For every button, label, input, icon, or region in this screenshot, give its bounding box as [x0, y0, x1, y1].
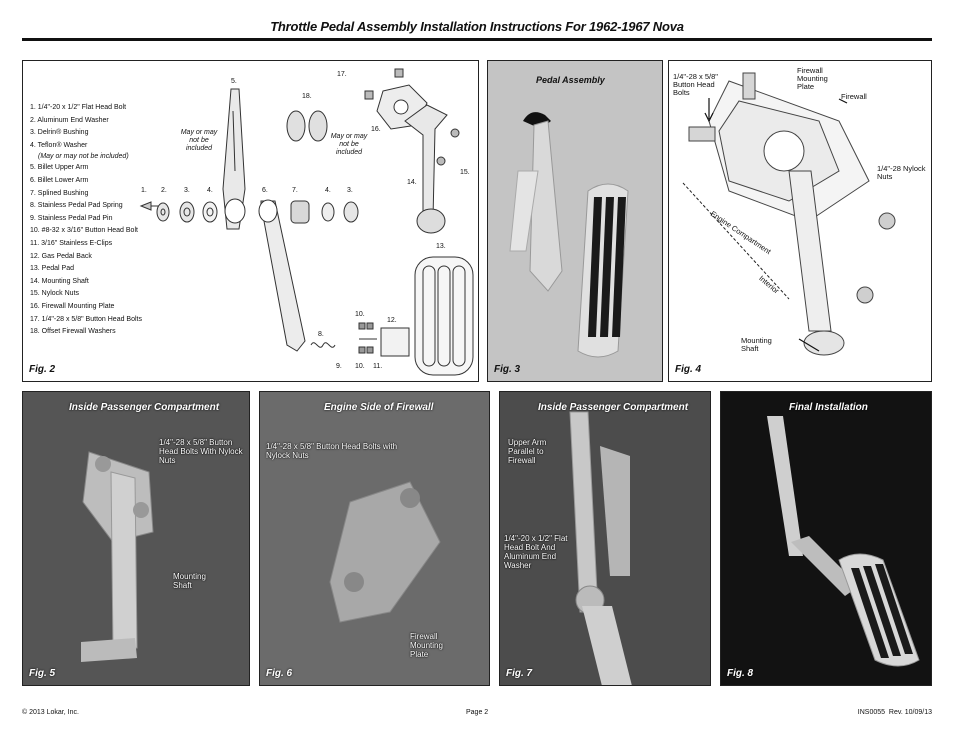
callout-11: 11. — [373, 363, 383, 370]
callout-4: 4. — [207, 187, 213, 194]
callout-3b: 3. — [347, 187, 353, 194]
fig3-caption: Pedal Assembly — [536, 75, 605, 85]
fig2-exploded-view: 1. 1/4"-20 x 1/2" Flat Head Bolt 2. Alum… — [22, 60, 479, 382]
fig8-label: Fig. 8 — [727, 668, 754, 679]
parts-list-item: 14. Mounting Shaft — [30, 277, 89, 285]
fig7-photo-art — [500, 392, 710, 685]
mounting-diagram — [682, 72, 896, 356]
parts-list-item: 10. #8-32 x 3/16" Button Head Bolt — [30, 227, 138, 235]
fig6-bolts-label: 1/4"-28 x 5/8" Button Head Bolts with Ny… — [266, 442, 398, 460]
page-title: Throttle Pedal Assembly Installation Ins… — [270, 19, 684, 34]
parts-list-item: 18. Offset Firewall Washers — [30, 328, 116, 336]
callout-10b: 10. — [355, 363, 365, 370]
fig5-photo: Inside Passenger Compartment 1/4"-28 x 5… — [22, 391, 250, 686]
parts-list: 1. 1/4"-20 x 1/2" Flat Head Bolt 2. Alum… — [30, 102, 190, 339]
fig5-caption: Inside Passenger Compartment — [69, 402, 220, 413]
fig4-firewall-label: Firewall — [841, 92, 867, 101]
parts-list-item: 17. 1/4"-28 x 5/8" Button Head Bolts — [30, 315, 142, 323]
fig6-caption: Engine Side of Firewall — [324, 402, 434, 413]
callout-16: 16. — [371, 126, 381, 133]
parts-list-item: 13. Pedal Pad — [30, 265, 74, 273]
fig6-plate-label: Firewall Mounting Plate — [410, 632, 443, 659]
fig8-photo: Final Installation Fig. 8 — [720, 391, 932, 686]
parts-list-item: 9. Stainless Pedal Pad Pin — [30, 214, 113, 222]
callout-3: 3. — [184, 187, 190, 194]
callout-13: 13. — [436, 243, 446, 250]
fig4-label: Fig. 4 — [675, 364, 702, 375]
fig3-pedal-assembly: Pedal Assembly Fig. 3 — [487, 60, 663, 382]
parts-list-note: (May or may not be included) — [38, 153, 129, 161]
parts-list-item: 4. Teflon® Washer — [30, 141, 88, 149]
callout-12: 12. — [387, 317, 397, 324]
parts-list-item: 8. Stainless Pedal Pad Spring — [30, 202, 123, 210]
parts-list-item: 3. Delrin® Bushing — [30, 129, 89, 137]
callout-7: 7. — [292, 187, 298, 194]
fig4-mounting-diagram: 1/4"-28 x 5/8" Button Head Bolts Firewal… — [668, 60, 932, 382]
callout-14: 14. — [407, 179, 417, 186]
parts-list-item: 1. 1/4"-20 x 1/2" Flat Head Bolt — [30, 104, 127, 111]
callout-17: 17. — [337, 71, 347, 78]
callout-6: 6. — [262, 187, 268, 194]
footer-doc-id: INS0055 Rev. 10/09/13 — [857, 709, 932, 716]
callout-18: 18. — [302, 93, 312, 100]
fig6-label: Fig. 6 — [266, 668, 293, 679]
parts-list-item: 6. Billet Lower Arm — [30, 176, 89, 184]
fig4-plate-label: Firewall Mounting Plate — [797, 66, 828, 91]
parts-list-item: 2. Aluminum End Washer — [30, 116, 109, 124]
maybe-note-right: May or may not be included — [330, 133, 368, 156]
callout-5: 5. — [231, 78, 237, 85]
fig7-photo: Inside Passenger Compartment Upper Arm P… — [499, 391, 711, 686]
fig5-photo-art — [23, 392, 249, 685]
callout-1: 1. — [141, 187, 147, 194]
parts-list-item: 11. 3/16" Stainless E-Clips — [30, 239, 113, 247]
parts-list-item: 16. Firewall Mounting Plate — [30, 302, 115, 310]
parts-list-item: 12. Gas Pedal Back — [30, 252, 92, 260]
fig2-label: Fig. 2 — [29, 364, 56, 375]
fig5-label: Fig. 5 — [29, 668, 56, 679]
exploded-parts-drawing — [139, 68, 474, 376]
callout-4b: 4. — [325, 187, 331, 194]
pedal-photo — [488, 61, 662, 381]
parts-list-item: 15. Nylock Nuts — [30, 290, 80, 298]
fig4-bolts-label: 1/4"-28 x 5/8" Button Head Bolts — [673, 72, 718, 97]
callout-10: 10. — [355, 311, 365, 318]
fig7-arm-label: Upper Arm Parallel to Firewall — [508, 438, 547, 465]
fig5-bolts-label: 1/4"-28 x 5/8" Button Head Bolts With Ny… — [159, 438, 243, 465]
callout-8: 8. — [318, 331, 324, 338]
footer-page-number: Page 2 — [466, 709, 489, 716]
parts-list-item: 5. Billet Upper Arm — [30, 164, 89, 172]
callout-15: 15. — [460, 169, 470, 176]
fig6-photo: Engine Side of Firewall 1/4"-28 x 5/8" B… — [259, 391, 490, 686]
fig7-caption: Inside Passenger Compartment — [538, 402, 689, 413]
callout-2: 2. — [161, 187, 167, 194]
fig7-label: Fig. 7 — [506, 668, 533, 679]
fig7-bolt-label: 1/4"-20 x 1/2" Flat Head Bolt And Alumin… — [504, 534, 568, 570]
footer-copyright: © 2013 Lokar, Inc. — [22, 709, 79, 716]
fig6-photo-art — [260, 392, 489, 685]
fig5-shaft-label: Mounting Shaft — [173, 572, 206, 590]
fig8-photo-art — [721, 392, 931, 685]
fig3-label: Fig. 3 — [494, 364, 521, 375]
fig4-nuts-label: 1/4"-28 Nylock Nuts — [877, 164, 926, 181]
parts-list-item: 7. Splined Bushing — [30, 189, 89, 197]
title-rule — [22, 38, 932, 41]
callout-9: 9. — [336, 363, 342, 370]
fig8-caption: Final Installation — [789, 402, 868, 413]
fig4-shaft-label: Mounting Shaft — [741, 336, 772, 353]
maybe-note-left: May or may not be included — [180, 129, 218, 152]
